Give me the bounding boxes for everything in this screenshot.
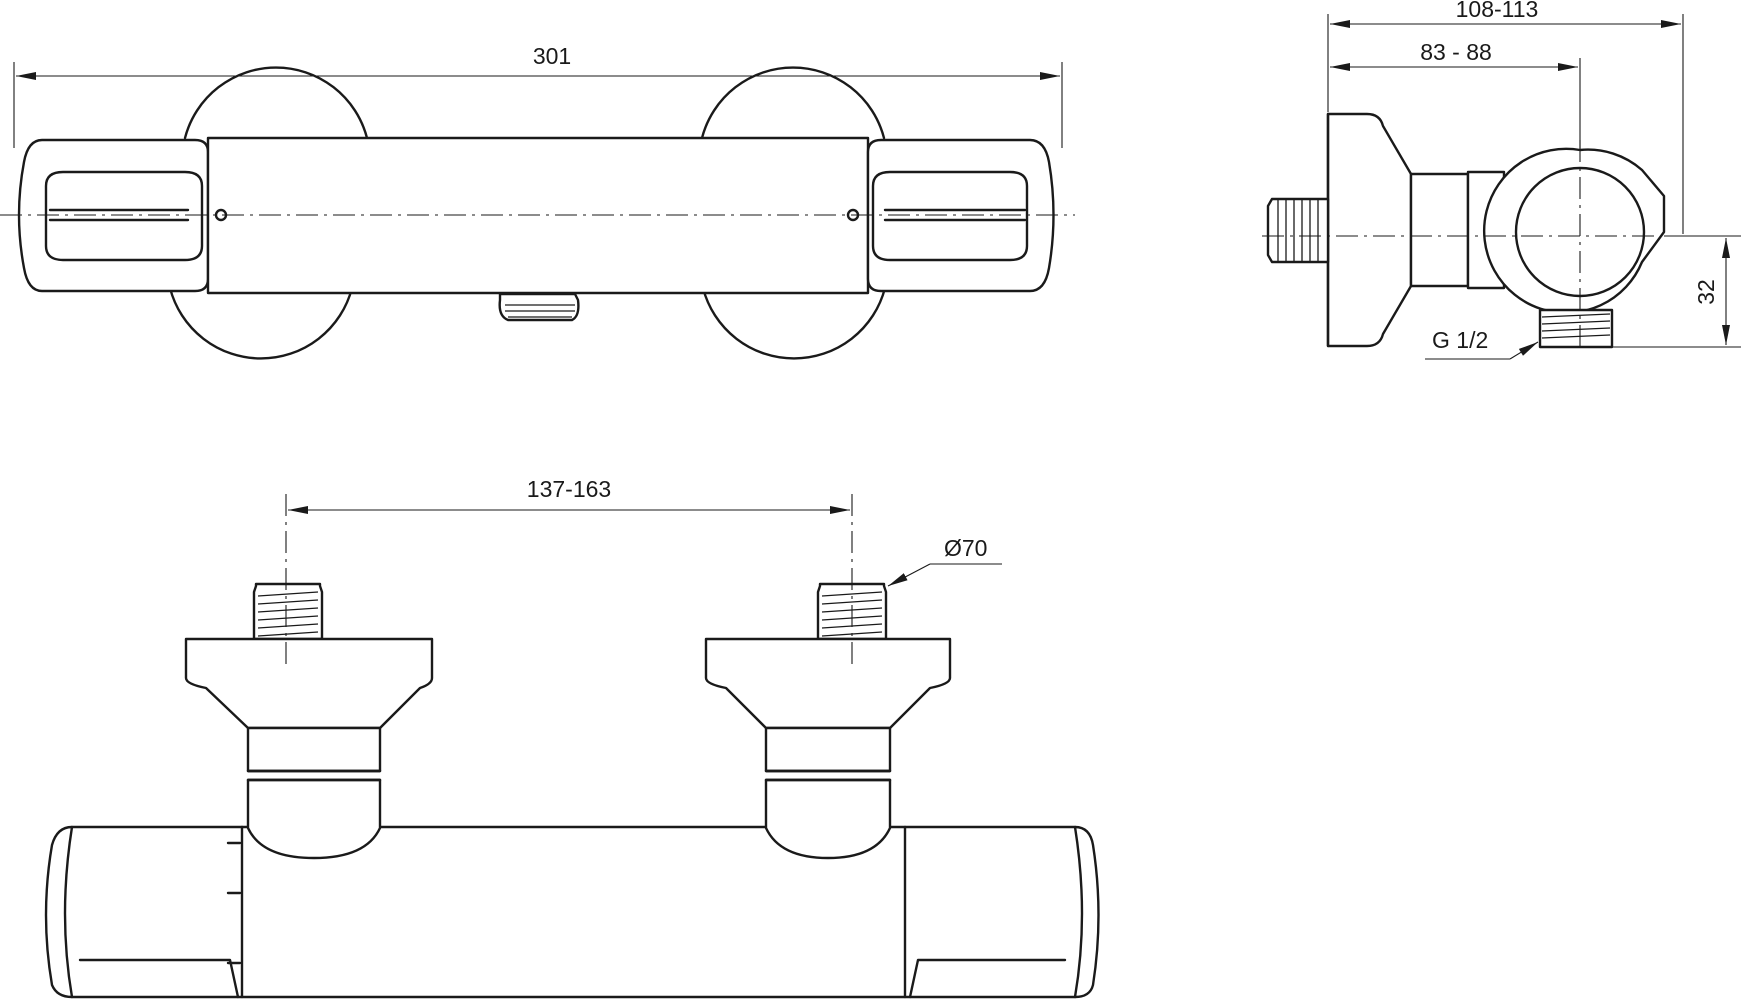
thread-label: G 1/2 bbox=[1432, 327, 1488, 353]
dim-depth-total-label: 108-113 bbox=[1456, 0, 1539, 22]
leader-flange-diameter bbox=[887, 563, 931, 587]
inlet-thread-side bbox=[1266, 197, 1330, 264]
leader-outlet-thread bbox=[1509, 341, 1539, 360]
body-section bbox=[1482, 147, 1666, 315]
side-view: 108-113 83 - 88 32 G 1/2 bbox=[1262, 0, 1741, 360]
right-handle-top bbox=[866, 138, 1055, 293]
dim-flange-diameter-label: Ø70 bbox=[944, 535, 987, 561]
wall-plate bbox=[1326, 112, 1413, 348]
dim-offset-label: 32 bbox=[1693, 279, 1719, 305]
left-wall-flange bbox=[183, 66, 369, 140]
dim-depth-axis-label: 83 - 88 bbox=[1420, 39, 1492, 65]
main-body-front bbox=[44, 825, 1100, 999]
front-view: 137-163 Ø70 bbox=[44, 476, 1100, 999]
dim-inlet-spacing-label: 137-163 bbox=[527, 476, 611, 502]
dim-length-label: 301 bbox=[533, 43, 571, 69]
left-inlet-flange bbox=[184, 637, 434, 730]
right-inlet-flange bbox=[704, 637, 952, 730]
outlet-nozzle-top bbox=[498, 292, 580, 322]
top-view: 301 bbox=[0, 43, 1075, 360]
right-wall-flange bbox=[700, 66, 886, 140]
